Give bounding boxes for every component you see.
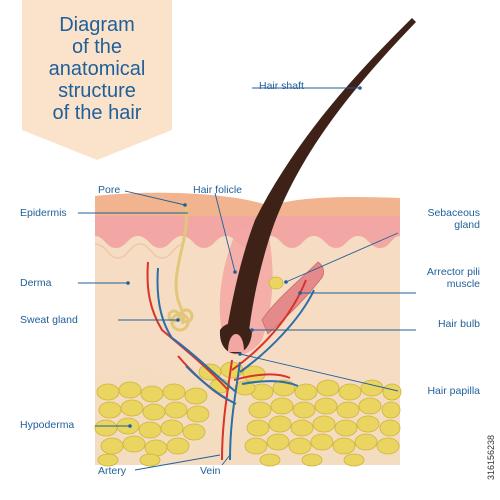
watermark-id: 316156238 xyxy=(486,434,496,480)
arrector-pili-muscle-shape xyxy=(261,261,324,335)
title-line: of the hair xyxy=(52,102,142,124)
label-sebaceous-gland-line2: gland xyxy=(454,219,480,231)
title-line: of the xyxy=(71,36,123,58)
label-vein: Vein xyxy=(200,465,221,477)
label-hair-folicle: Hair folicle xyxy=(193,184,243,196)
stock-watermark: 316156238 xyxy=(486,360,498,480)
vein-vessels xyxy=(156,267,315,461)
label-epidermis: Epidermis xyxy=(20,207,67,219)
label-arrector-pili-line2: muscle xyxy=(446,278,480,290)
title-line: structure xyxy=(58,80,136,102)
epidermis-layer xyxy=(95,192,400,222)
diagram-title: Diagram of the anatomical structure of t… xyxy=(22,14,172,124)
sweat-gland-shape xyxy=(167,205,194,332)
label-arrector-pili: Arrector pili muscle xyxy=(400,266,480,290)
title-line: anatomical xyxy=(48,58,146,80)
label-sebaceous-gland-line1: Sebaceous xyxy=(427,207,480,219)
label-arrector-pili-line1: Arrector pili xyxy=(426,266,480,278)
title-line: Diagram xyxy=(59,14,135,36)
hair-shaft-shape xyxy=(225,18,416,352)
label-hair-bulb: Hair bulb xyxy=(437,318,480,330)
label-artery: Artery xyxy=(98,465,127,477)
sebaceous-gland-shape xyxy=(268,276,284,290)
leader-dots xyxy=(126,86,362,428)
hair-papilla-shape xyxy=(228,334,244,352)
label-hair-shaft: Hair shaft xyxy=(259,80,304,92)
label-hair-papilla: Hair papilla xyxy=(427,385,480,397)
title-banner xyxy=(22,0,172,160)
leader-lines xyxy=(78,87,416,471)
label-derma: Derma xyxy=(20,277,52,289)
label-pore: Pore xyxy=(98,184,121,196)
label-hypoderma: Hypoderma xyxy=(20,419,75,431)
label-sebaceous-gland: Sebaceous gland xyxy=(400,207,480,231)
label-sweat-gland: Sweat gland xyxy=(20,314,78,326)
